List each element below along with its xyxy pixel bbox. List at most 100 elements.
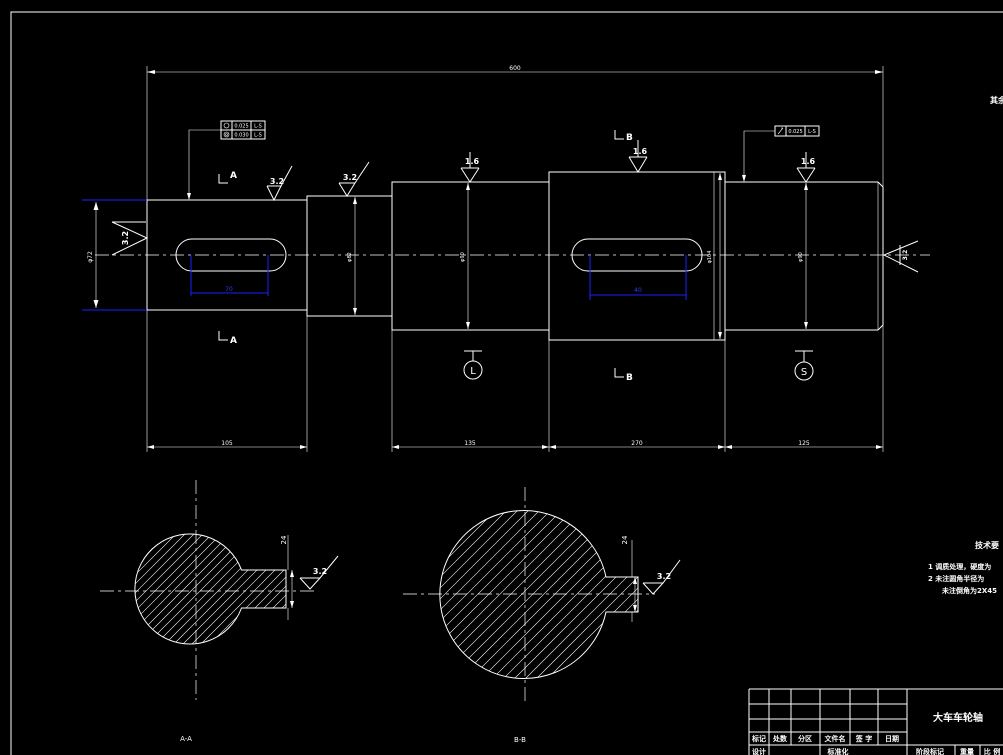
svg-text:标准化: 标准化: [827, 747, 849, 755]
hatch-line: [606, 510, 638, 679]
svg-text:L: L: [470, 366, 476, 377]
len-right: 125: [798, 440, 810, 447]
svg-text:3.2: 3.2: [657, 572, 671, 581]
hatch-line: [439, 510, 568, 679]
section-aa: 24 3.2 A-A: [100, 480, 414, 743]
svg-text:3.2: 3.2: [270, 177, 284, 186]
hatch-line: [439, 510, 458, 679]
label-aa: A-A: [180, 735, 192, 743]
roughness-r: 1.6: [796, 152, 816, 183]
hatch-line: [185, 534, 286, 644]
dia-b-label: φ104: [707, 251, 713, 264]
hatch-line: [266, 534, 286, 644]
hatch-line: [176, 534, 286, 644]
hatch-line: [439, 510, 447, 679]
hatch-line: [439, 510, 524, 679]
len-section-l: 135: [464, 440, 476, 447]
tech-note-2: 2 未注圆角半径为: [928, 574, 984, 583]
mid-keyway-dim: 40: [589, 255, 687, 300]
section-bb: 24 3.2 B-B: [255, 487, 820, 744]
svg-text:阶段标记: 阶段标记: [916, 747, 944, 755]
hatch-line: [134, 534, 208, 644]
hatch-line: [134, 534, 145, 644]
hatch-line: [439, 510, 491, 679]
datum-l: L: [463, 350, 483, 380]
hatch-line: [439, 510, 546, 679]
svg-text:0.030: 0.030: [234, 133, 248, 139]
svg-text:3.2: 3.2: [121, 231, 130, 245]
svg-text:A: A: [230, 171, 237, 181]
hatch-line: [573, 510, 638, 679]
len-left-journal: 105: [221, 440, 233, 447]
svg-text:B: B: [626, 133, 633, 143]
hatch-line: [167, 534, 286, 644]
hatch-line: [194, 534, 286, 644]
mid-keyway-length: 40: [634, 287, 642, 294]
hatch-line: [257, 534, 286, 644]
tolerance-frame-2: 0.025 L-S: [742, 125, 820, 182]
dia-left-label: φ72: [87, 251, 94, 263]
svg-text:签 字: 签 字: [855, 734, 872, 743]
drawing-border: [10, 11, 1003, 755]
hatch-line: [230, 534, 286, 644]
roughness-l: 1.6: [460, 152, 480, 183]
svg-text:重量: 重量: [960, 747, 974, 755]
hatch-line: [221, 534, 286, 644]
hatch-line: [439, 510, 612, 679]
hatch-line: [212, 534, 286, 644]
hatch-line: [507, 510, 638, 679]
hatch-line: [518, 510, 638, 679]
hatch-line: [439, 510, 535, 679]
svg-text:3.2: 3.2: [313, 567, 327, 576]
segment-dims: 105 135 270 125: [146, 310, 884, 452]
roughness-right-end: 3.2: [882, 240, 919, 273]
svg-text:处数: 处数: [772, 734, 788, 743]
svg-text:L-S: L-S: [808, 129, 816, 135]
key-a-dim: 24: [280, 535, 288, 544]
tech-title: 技术要: [975, 540, 999, 550]
hatch-line: [628, 510, 638, 679]
label-bb: B-B: [514, 736, 526, 744]
roughness-left-top: 3.2: [266, 165, 293, 202]
hatch-line: [134, 534, 253, 644]
part-name: 大车车轮轴: [933, 711, 983, 724]
svg-text:B: B: [626, 373, 633, 383]
svg-text:日期: 日期: [885, 734, 899, 743]
datum-s: S: [794, 350, 814, 381]
svg-text:0.025: 0.025: [788, 129, 802, 135]
svg-text:L-S: L-S: [254, 133, 262, 139]
hatch-line: [474, 510, 638, 679]
hatch-line: [134, 534, 235, 644]
hatch-line: [529, 510, 638, 679]
section-marker-b-bottom: B: [614, 368, 633, 383]
overall-length-dim: 600: [146, 65, 884, 200]
roughness-b: 1.6: [628, 140, 648, 173]
shaft-outline: [146, 171, 884, 341]
hatch-line: [255, 505, 435, 685]
hatch-line: [640, 505, 820, 685]
svg-text:0.025: 0.025: [234, 124, 248, 130]
svg-text:设计: 设计: [752, 747, 766, 755]
hatch-line: [248, 534, 286, 644]
hatch-line: [617, 510, 638, 679]
svg-text:A: A: [230, 336, 237, 346]
svg-text:比 例: 比 例: [984, 747, 1000, 755]
hatch-line: [294, 530, 414, 650]
hatch-line: [584, 510, 638, 679]
hatch-line: [149, 534, 271, 644]
hatch-line: [485, 510, 638, 679]
hatch-line: [439, 510, 557, 679]
overall-length-label: 600: [509, 65, 521, 72]
hatch-line: [134, 534, 190, 644]
hatch-line: [140, 534, 262, 644]
hatch-line: [134, 534, 136, 644]
key-b-dim: 24: [621, 535, 629, 544]
section-marker-b-top: B: [614, 130, 633, 143]
title-block: 大车车轮轴 标记 处数 分区 文件名 签 字 日期 设计 标准化 阶段标记 重量…: [748, 688, 1003, 755]
dia-r-label: φ90: [798, 252, 804, 262]
section-marker-a-bottom: A: [218, 331, 237, 346]
hatch-line: [203, 534, 286, 644]
hatch-line: [562, 510, 638, 679]
tech-note-3: 未注倒角为2X45: [942, 586, 997, 595]
